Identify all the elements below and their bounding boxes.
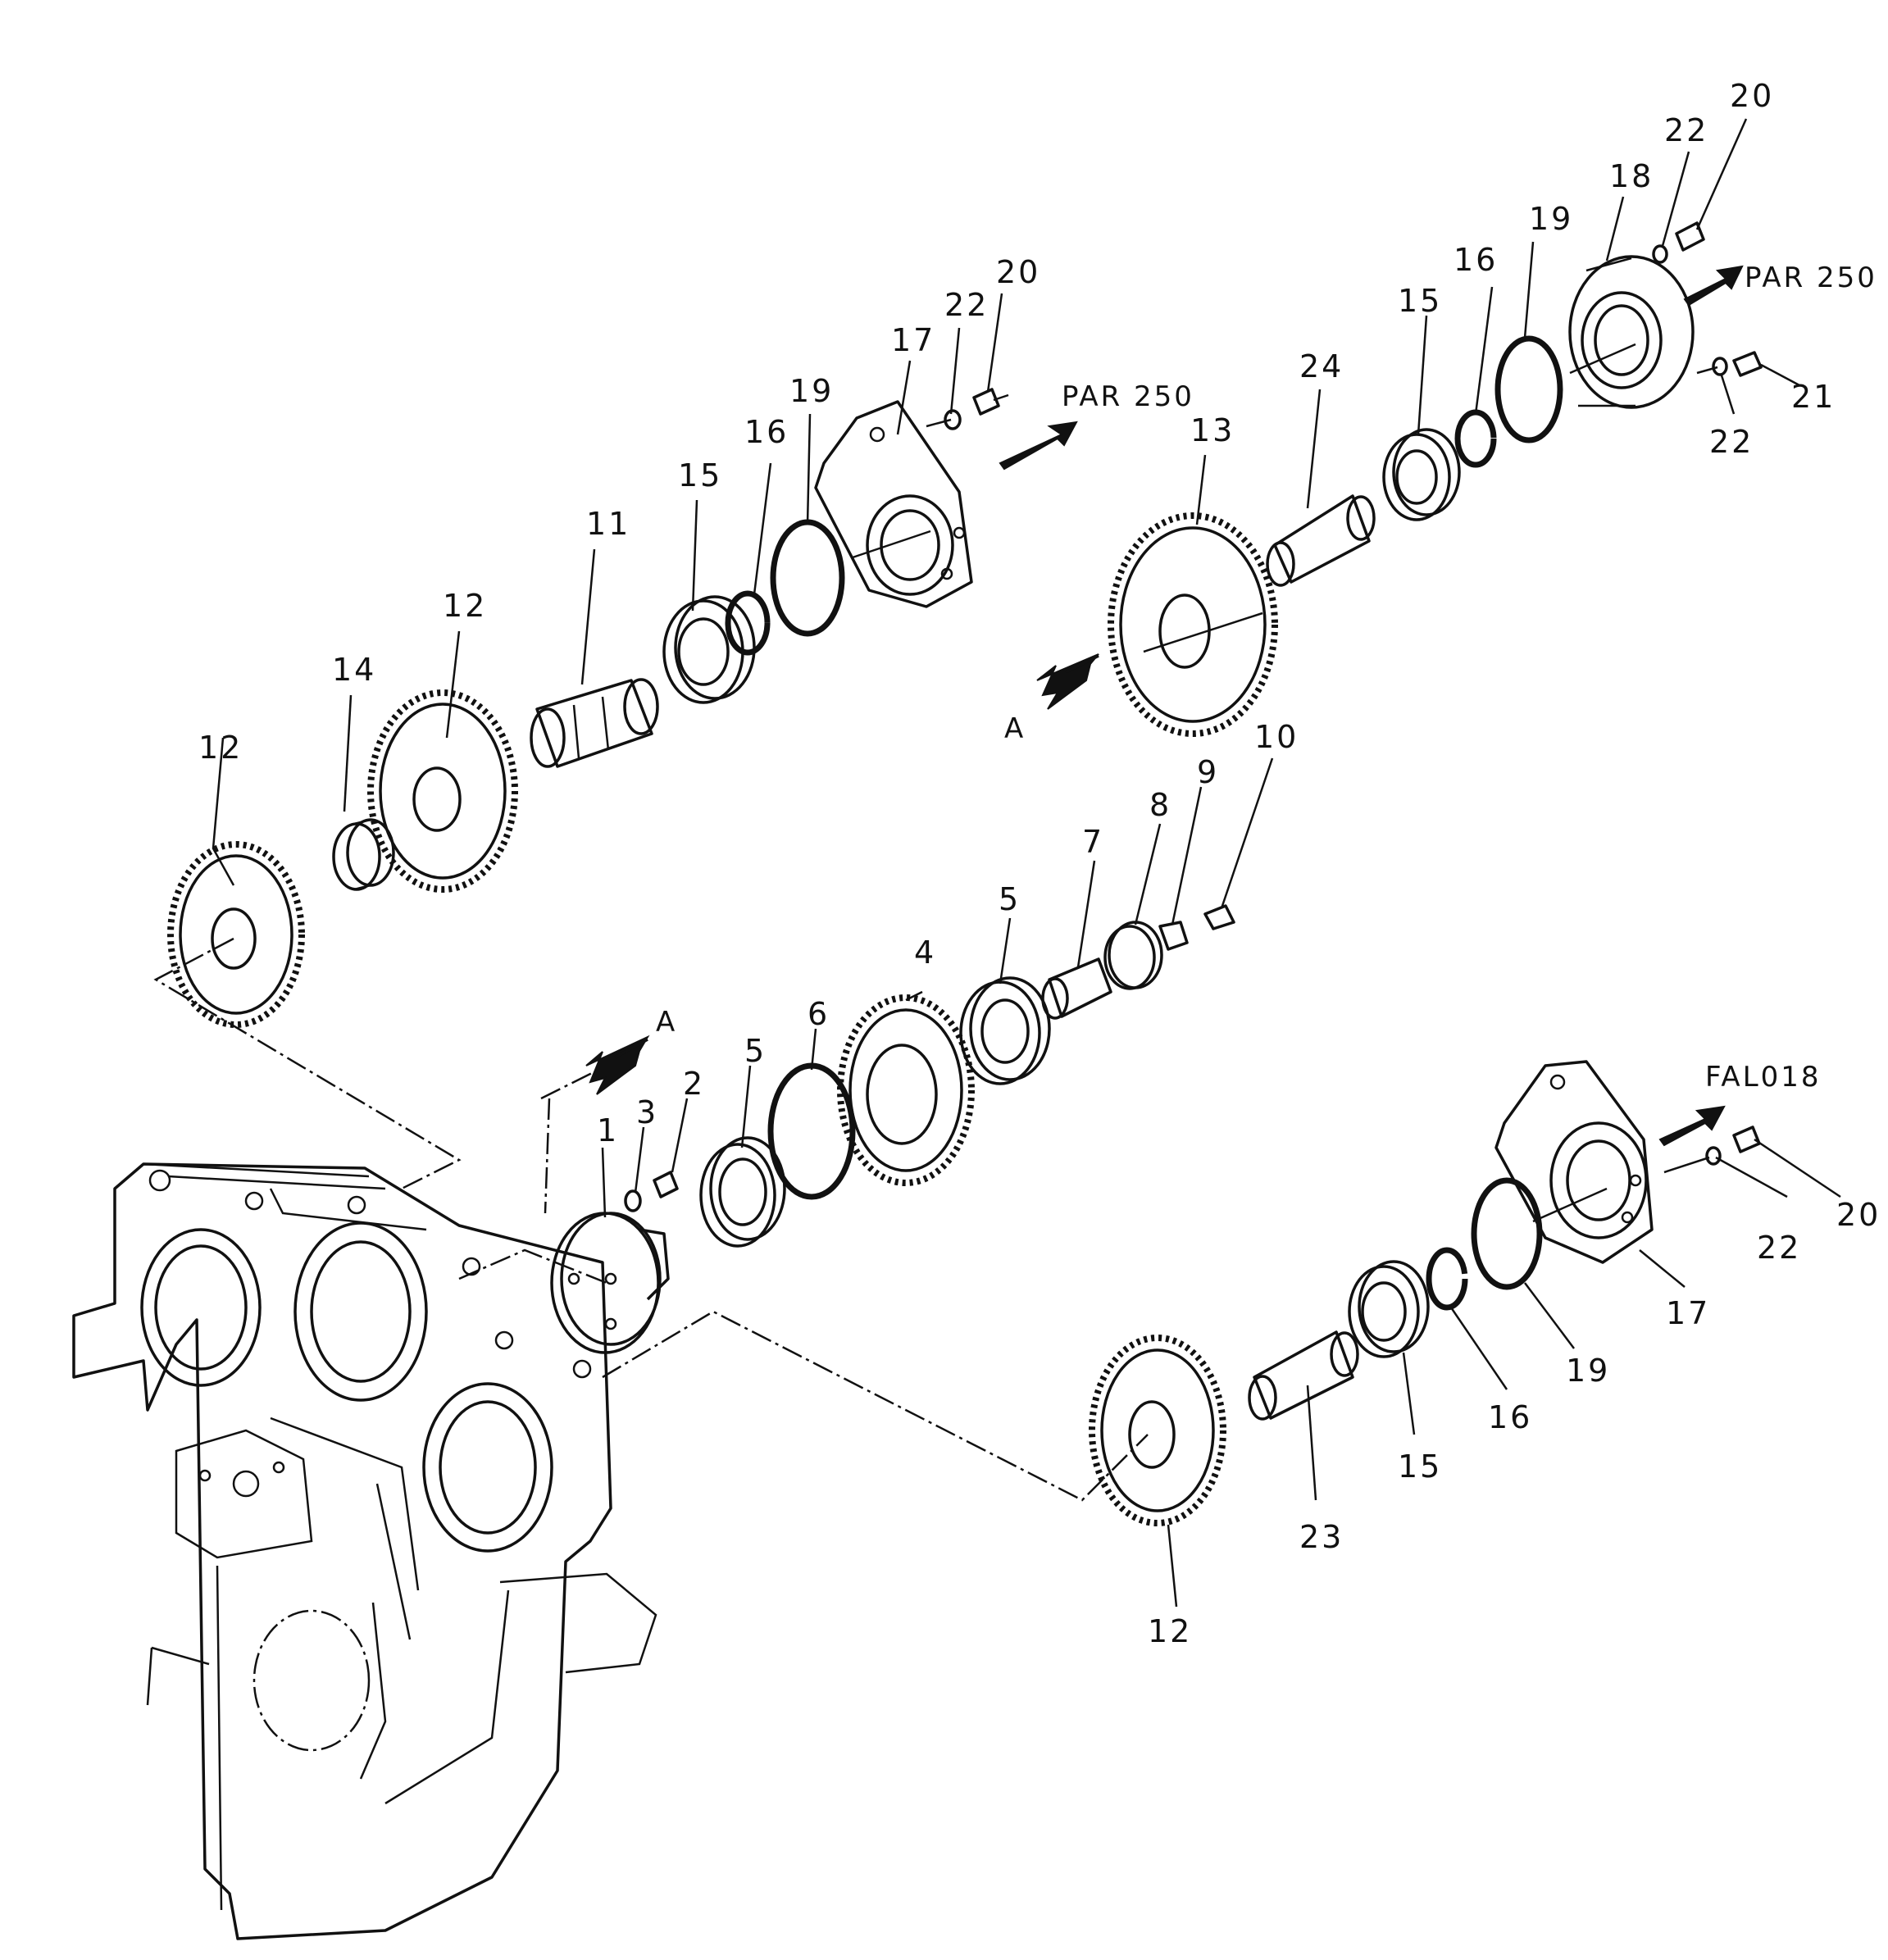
transmission-case <box>72 1162 657 1940</box>
view-arrow-a-bottom <box>585 1035 650 1095</box>
shaft-11 <box>530 678 659 768</box>
callout-2: 2 <box>683 1066 705 1102</box>
callout-22-upper-right-bottom: 22 <box>1709 424 1754 460</box>
bolt-washer-upper-left <box>944 388 1009 430</box>
washer-3-bolt-2 <box>624 1171 679 1212</box>
callout-16-upper-left: 16 <box>744 414 789 450</box>
callout-19-lower: 19 <box>1566 1353 1610 1389</box>
gear-12-lower <box>1089 1335 1226 1526</box>
callout-labels: 12 14 12 11 15 16 19 17 22 20 13 24 15 1… <box>198 78 1881 1649</box>
ref-view-a-bottom: A <box>656 1006 677 1039</box>
housing-17-lower <box>1494 1060 1654 1264</box>
callout-21: 21 <box>1791 379 1836 415</box>
callout-13: 13 <box>1190 412 1235 448</box>
upper-left-shaft-group <box>167 388 1009 1028</box>
callout-22-lower: 22 <box>1757 1230 1801 1266</box>
lock-plate-9 <box>1158 921 1189 951</box>
assembly-lines <box>153 937 1149 1502</box>
callout-4: 4 <box>914 935 936 971</box>
middle-shaft-group <box>550 904 1235 1354</box>
callout-19-upper-right: 19 <box>1529 201 1573 237</box>
callout-14: 14 <box>332 652 376 688</box>
o-ring-19-upper-right <box>1494 335 1563 443</box>
lower-right-shaft-group <box>1089 1060 1761 1526</box>
callout-15-lower: 15 <box>1398 1448 1442 1485</box>
fal018-arrow <box>1658 1105 1726 1147</box>
callout-8: 8 <box>1149 787 1171 823</box>
o-ring-19-lower <box>1471 1177 1543 1290</box>
callout-11: 11 <box>586 506 630 542</box>
callout-24: 24 <box>1299 348 1344 384</box>
callout-3: 3 <box>636 1094 658 1130</box>
bearing-5-upper <box>959 976 1051 1085</box>
gear-4 <box>837 994 975 1186</box>
callout-18: 18 <box>1609 158 1654 194</box>
shaft-24 <box>1266 494 1376 587</box>
spacer-14 <box>332 818 395 891</box>
callout-23: 23 <box>1299 1519 1344 1555</box>
par250-arrow-upper-right <box>1683 265 1744 307</box>
bolt-10 <box>1203 904 1235 930</box>
callout-20-upper-left: 20 <box>996 254 1040 290</box>
housing-18 <box>1568 255 1695 409</box>
ref-view-a-top: A <box>1004 712 1026 745</box>
ref-fal018: FAL018 <box>1705 1061 1822 1094</box>
callout-7: 7 <box>1082 824 1104 860</box>
gear-12-upper <box>367 689 518 893</box>
callout-20-lower: 20 <box>1836 1197 1881 1233</box>
gear-12-left <box>167 841 305 1028</box>
callout-16-upper-right: 16 <box>1454 242 1498 278</box>
callout-10: 10 <box>1254 719 1299 755</box>
ref-par250-upper-right: PAR 250 <box>1745 261 1877 294</box>
callout-12-lower: 12 <box>1148 1613 1192 1649</box>
callout-5-lower: 5 <box>744 1033 767 1069</box>
callout-12-left: 12 <box>198 730 243 766</box>
bolts-washers-upper-right <box>1652 221 1763 377</box>
gear-13 <box>1108 512 1278 737</box>
ref-par250-upper-left: PAR 250 <box>1062 380 1194 413</box>
ring-6 <box>767 1062 856 1200</box>
leader-lines <box>212 118 1841 1608</box>
snap-ring-16-upper-left <box>725 590 771 656</box>
par250-arrow-upper-left <box>999 421 1078 471</box>
callout-16-lower: 16 <box>1488 1399 1532 1435</box>
bearing-15-upper-right <box>1382 428 1461 521</box>
callout-6: 6 <box>808 996 830 1032</box>
callout-20-upper-right: 20 <box>1730 78 1774 114</box>
callout-15-upper-right: 15 <box>1398 283 1442 319</box>
callout-22-upper-right-top: 22 <box>1664 112 1708 148</box>
bearing-5-lower <box>699 1136 786 1248</box>
cover-1 <box>550 1212 670 1354</box>
shaft-23 <box>1248 1330 1359 1421</box>
upper-right-shaft-group <box>1108 221 1763 737</box>
callout-5-upper: 5 <box>999 881 1021 917</box>
callout-15-upper-left: 15 <box>678 457 722 493</box>
housing-17-upper-left <box>814 400 973 608</box>
callout-1: 1 <box>597 1112 619 1148</box>
spacer-7 <box>1041 957 1112 1020</box>
callout-19-upper-left: 19 <box>789 373 834 409</box>
callout-22-upper-left: 22 <box>944 287 989 323</box>
callout-12-upper: 12 <box>443 588 487 624</box>
callout-17-lower: 17 <box>1666 1295 1710 1331</box>
plate-8 <box>1103 921 1163 990</box>
bolt-washer-lower <box>1705 1126 1761 1166</box>
callout-17-upper-left: 17 <box>891 322 935 358</box>
snap-ring-16-lower <box>1426 1247 1468 1311</box>
bearing-15-lower <box>1348 1260 1430 1358</box>
callout-9: 9 <box>1197 754 1219 790</box>
snap-ring-16-upper-right <box>1454 409 1497 468</box>
o-ring-19-upper-left <box>770 519 845 637</box>
reference-labels: PAR 250 PAR 250 FAL018 A A <box>656 261 1877 1094</box>
view-arrow-a-top <box>1036 653 1099 710</box>
